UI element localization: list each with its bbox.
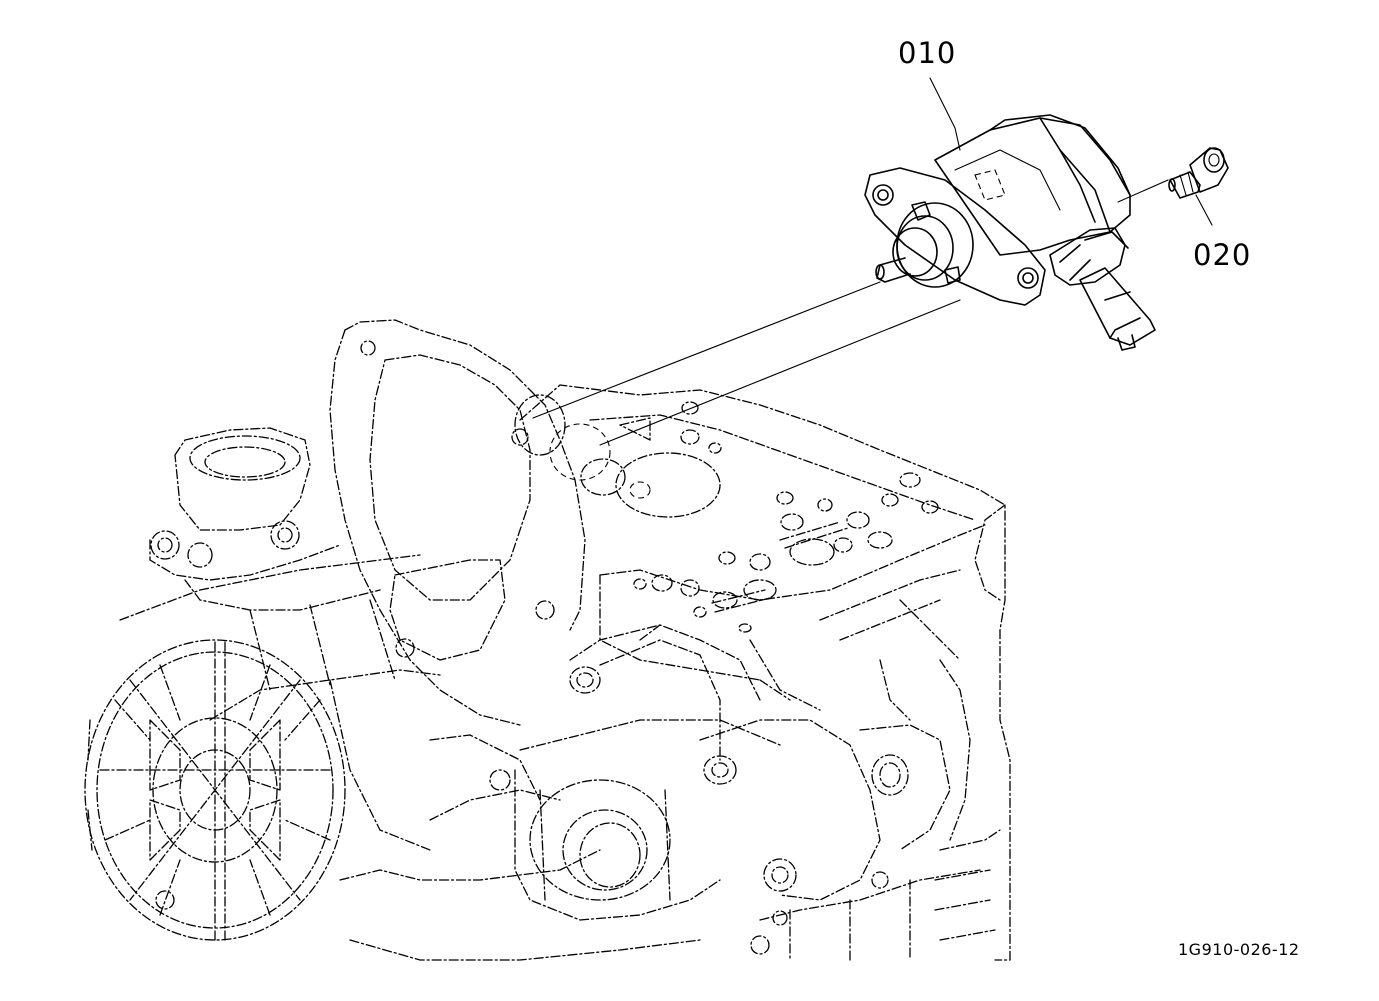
bolt-020 [1168,147,1229,199]
callout-010: 010 [898,36,957,70]
assembly-center-lines [532,179,1169,499]
leader-lines [929,77,1213,226]
figure-id: 1G910-026-12 [1178,940,1300,959]
engine-block-phantom [84,319,1011,961]
callout-020: 020 [1193,238,1252,272]
stop-solenoid-010 [864,114,1156,351]
